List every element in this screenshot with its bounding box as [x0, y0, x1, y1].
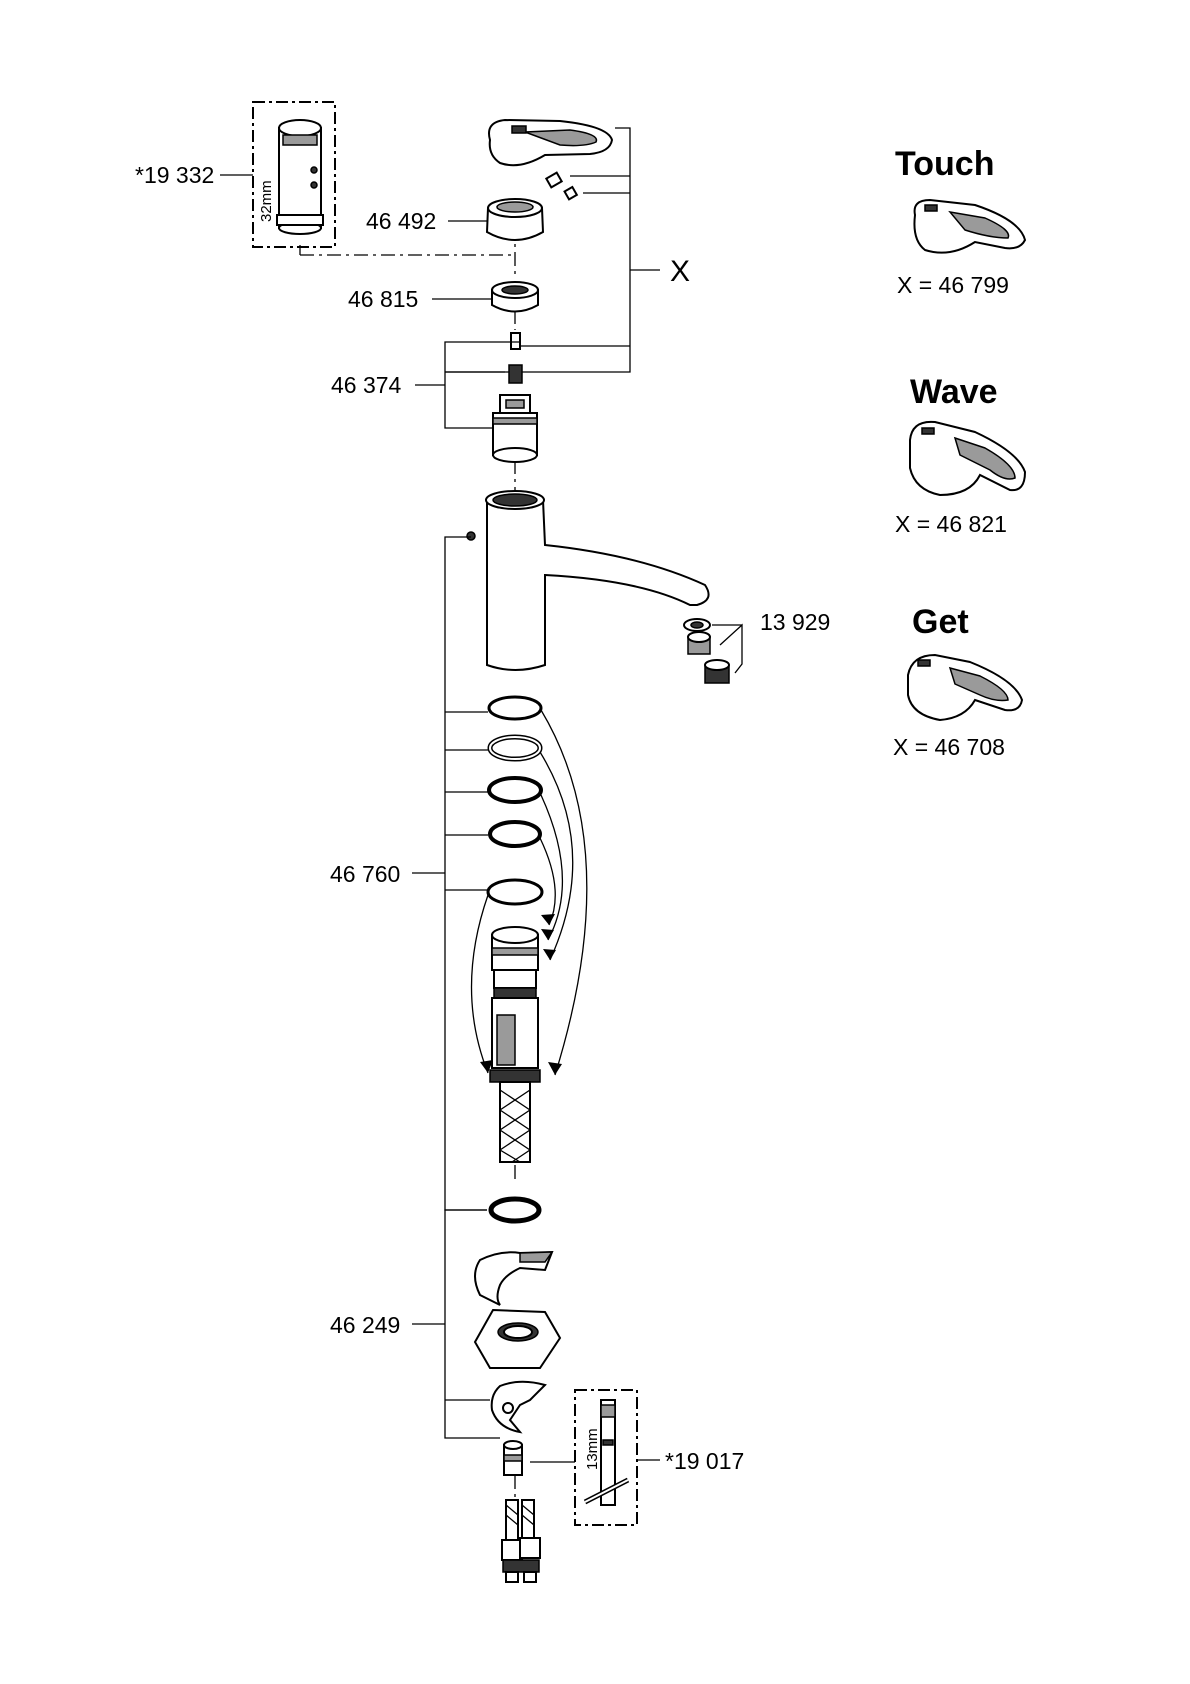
- base-o-ring: [491, 1199, 539, 1221]
- variant-name: Get: [912, 603, 969, 641]
- tool-19017: 13mm: [575, 1390, 637, 1525]
- faucet-body: [467, 491, 709, 670]
- variant-wave: Wave X = 46 821: [895, 373, 1025, 537]
- variant-code: X = 46 821: [895, 511, 1007, 537]
- variant-name: Wave: [910, 373, 998, 411]
- handle-set-bracket: [445, 128, 660, 372]
- part-46374-cartridge: [493, 333, 537, 462]
- variant-name: Touch: [895, 145, 994, 183]
- callout-46760: 46 760: [330, 861, 400, 887]
- callout-46492: 46 492: [366, 208, 436, 234]
- variant-code: X = 46 799: [897, 272, 1009, 298]
- callout-19017: *19 017: [665, 1448, 744, 1474]
- callout-46374: 46 374: [331, 372, 402, 398]
- callout-19332: *19 332: [135, 162, 214, 188]
- callout-46249: 46 249: [330, 1312, 400, 1338]
- part-46249-mounting-set: [475, 1252, 560, 1475]
- callout-handle-set: X: [670, 255, 690, 288]
- variant-touch: Touch X = 46 799: [895, 145, 1025, 298]
- o-rings: [488, 697, 542, 904]
- part-46815-nut: [492, 282, 538, 312]
- callout-13929: 13 929: [760, 609, 830, 635]
- shank-assembly: [490, 927, 540, 1162]
- supply-hoses: [502, 1500, 540, 1582]
- variant-get: Get X = 46 708: [893, 603, 1022, 760]
- tool-19332-size: 32mm: [258, 180, 275, 222]
- callout-46815: 46 815: [348, 286, 418, 312]
- tool-19332: 32mm: [253, 102, 335, 247]
- tool-19017-size: 13mm: [584, 1428, 601, 1470]
- lever-handle: [489, 120, 612, 199]
- part-13929-aerator: [684, 619, 729, 683]
- variant-code: X = 46 708: [893, 734, 1005, 760]
- part-46492-cap: [487, 199, 543, 240]
